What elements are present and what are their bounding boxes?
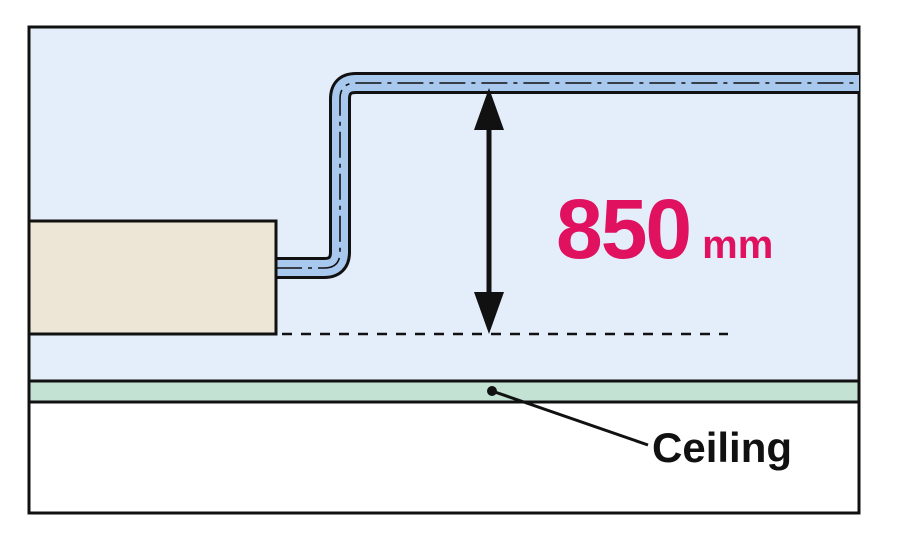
room-space bbox=[27, 400, 861, 515]
dimension-arrowhead-bottom bbox=[474, 292, 504, 334]
ceiling-label: Ceiling bbox=[652, 424, 792, 471]
dimension-arrow bbox=[474, 88, 504, 334]
dimension-arrowhead-top bbox=[474, 88, 504, 130]
pipe bbox=[276, 72, 859, 279]
ceiling-board bbox=[27, 379, 861, 404]
dimension-label: 850 mm bbox=[556, 182, 773, 276]
ceiling-callout: Ceiling bbox=[487, 386, 792, 471]
callout-leader-line bbox=[491, 389, 649, 447]
pipe-center-line bbox=[276, 82, 859, 269]
dimension-unit: mm bbox=[702, 223, 773, 267]
dimension-value: 850 bbox=[556, 182, 690, 276]
indoor-unit bbox=[27, 219, 278, 336]
